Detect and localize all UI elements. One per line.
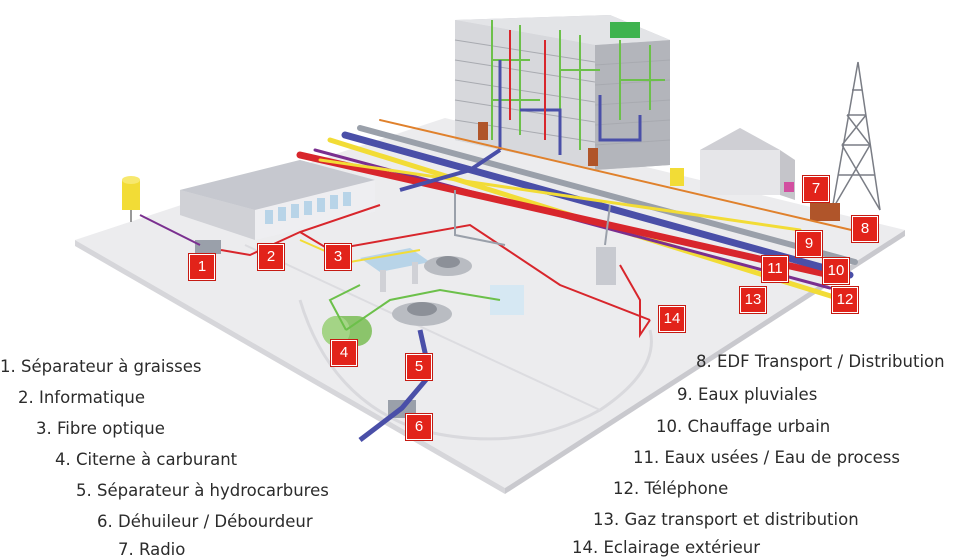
legend-item-6: 6. Déhuileur / Débourdeur (97, 512, 313, 531)
legend-item-12: 12. Téléphone (613, 479, 729, 498)
badge-14-outdoor-lighting: 14 (659, 306, 685, 332)
legend-item-4: 4. Citerne à carburant (55, 450, 238, 469)
badge-3-fiber-optic: 3 (325, 244, 351, 270)
branch-pipes (139, 148, 651, 442)
legend-item-3: 3. Fibre optique (36, 419, 165, 438)
legend-item-9: 9. Eaux pluviales (677, 385, 818, 404)
legend-item-13: 13. Gaz transport et distribution (593, 510, 859, 529)
badge-11-wastewater: 11 (762, 256, 788, 282)
legend-item-11: 11. Eaux usées / Eau de process (633, 448, 901, 467)
badge-5-hydrocarbon-separator: 5 (406, 354, 432, 380)
badge-10-district-heating: 10 (823, 258, 849, 284)
badge-1-grease-separator: 1 (189, 254, 215, 280)
legend-item-2: 2. Informatique (18, 388, 146, 407)
ground-slab-edge (75, 240, 505, 494)
house (700, 128, 795, 200)
badge-9-stormwater: 9 (796, 231, 822, 257)
grease-separator-box (195, 240, 221, 254)
yellow-silo-left (122, 176, 140, 222)
legend-item-7: 7. Radio (118, 540, 186, 559)
industrial-building (180, 160, 375, 240)
legend-item-5: 5. Séparateur à hydrocarbures (76, 481, 329, 500)
badge-8-power: 8 (852, 216, 878, 242)
legend-item-14: 14. Eclairage extérieur (572, 538, 761, 557)
legend-item-8: 8. EDF Transport / Distribution (696, 352, 945, 371)
legend-item-1: 1. Séparateur à graisses (0, 357, 202, 376)
pipe-bundle (296, 119, 861, 305)
road-loop (298, 299, 653, 441)
badge-4-fuel-tank: 4 (331, 340, 357, 366)
road-line (244, 244, 601, 411)
radio-box (810, 203, 840, 221)
badge-13-gas: 13 (740, 287, 766, 313)
ground-slab-edge-right (505, 230, 905, 494)
car-1 (424, 256, 472, 276)
gas-station (360, 247, 616, 315)
badge-7-radio: 7 (803, 176, 829, 202)
car-2 (392, 302, 452, 326)
radio-tower (831, 61, 881, 211)
badge-12-telephone: 12 (832, 287, 858, 313)
yellow-silo-right (670, 168, 684, 186)
badge-6-oil-separator: 6 (406, 414, 432, 440)
legend-item-10: 10. Chauffage urbain (656, 417, 831, 436)
office-tower (454, 15, 671, 170)
badge-2-it: 2 (258, 244, 284, 270)
